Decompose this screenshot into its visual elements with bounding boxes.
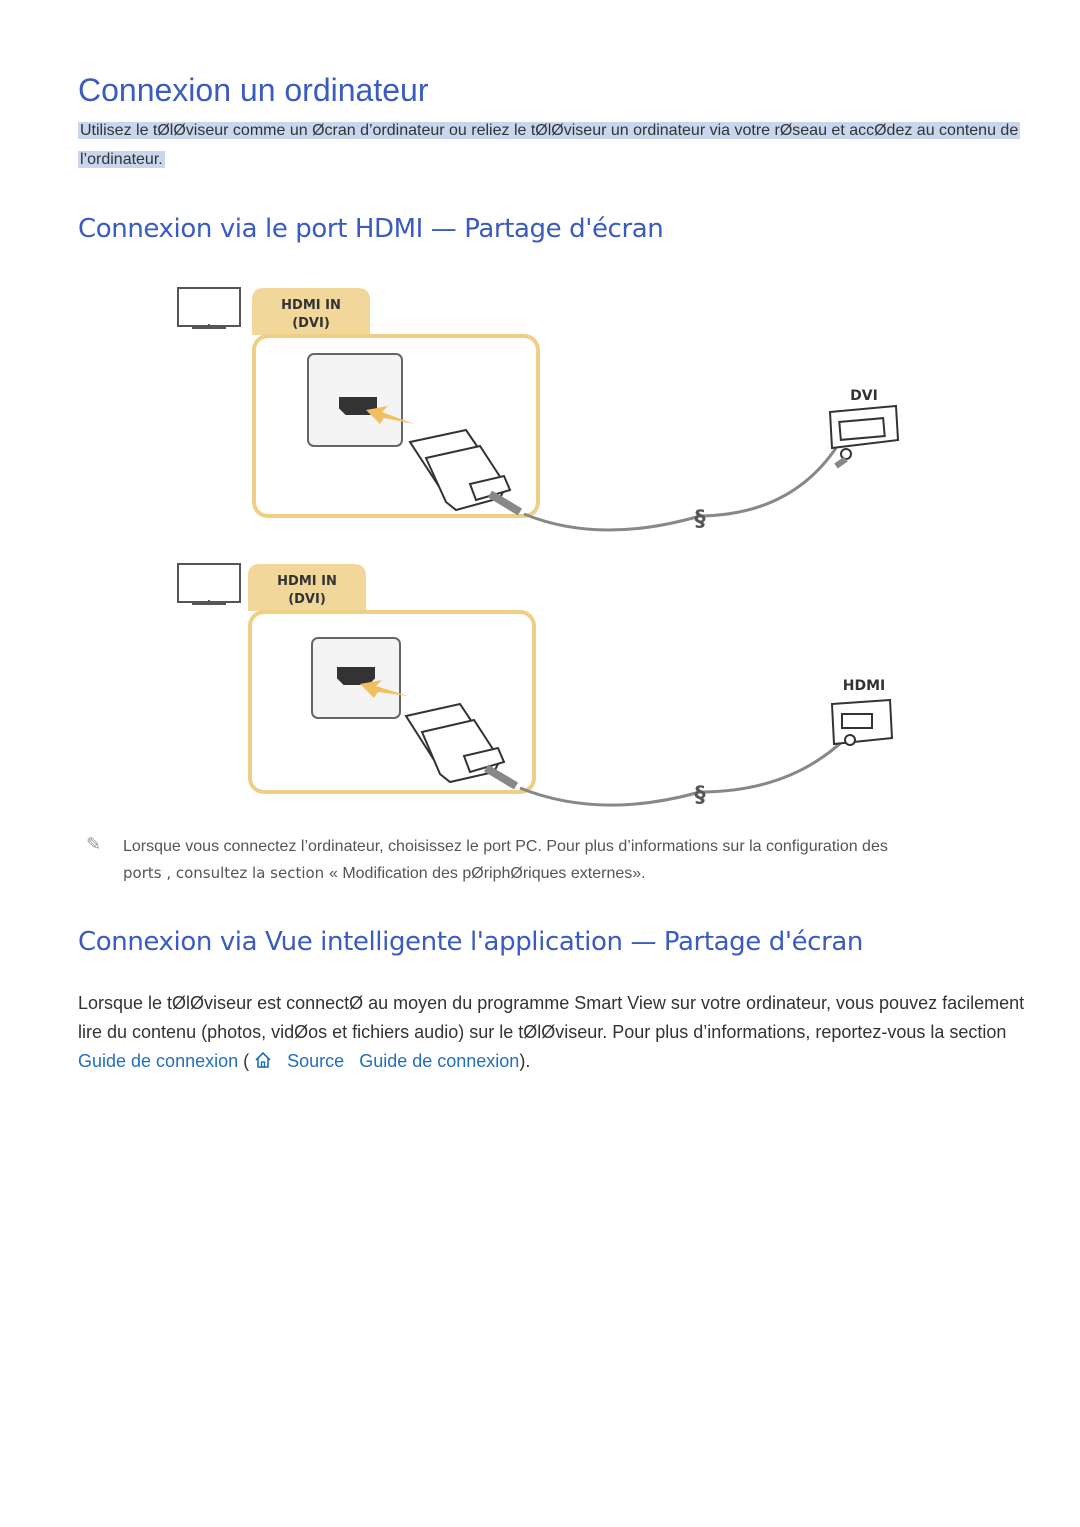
link-source[interactable]: Source: [287, 1051, 345, 1071]
pencil-note-icon: ✎: [86, 834, 102, 854]
cable-break-icon: §: [695, 783, 706, 808]
dvi-connector-icon: [828, 404, 900, 469]
tv-icon: [177, 287, 241, 329]
intro-highlight: Utilisez le tØlØviseur comme un Øcran d’…: [78, 122, 1021, 168]
section-smartview-title: Connexion via Vue intelligente l'applica…: [78, 927, 863, 957]
tv-icon: [177, 563, 241, 605]
note-line2b: « Modification des pØriphØriques externe…: [328, 865, 646, 882]
link-guide-connexion[interactable]: Guide de connexion: [78, 1051, 239, 1071]
section-hdmi-title: Connexion via le port HDMI — Partage d'é…: [78, 214, 664, 244]
cable-line: [519, 786, 701, 807]
paren-open: (: [238, 1051, 250, 1071]
link-guide-connexion-2[interactable]: Guide de connexion: [359, 1051, 520, 1071]
cable-line: [699, 736, 848, 794]
paren-close: ).: [519, 1051, 531, 1071]
diagram-hdmi-hdmi: HDMI IN (DVI) § HDMI: [177, 563, 894, 808]
hdmi-plug-icon: [408, 428, 523, 516]
cable-line: [523, 512, 701, 532]
port-tab: [252, 288, 370, 335]
hdmi-socket-icon: [311, 637, 401, 719]
cable-break-icon: §: [695, 507, 706, 532]
insert-arrow-icon: [366, 406, 414, 424]
smartview-paragraph: Lorsque le tØlØviseur est connectØ au mo…: [78, 989, 1038, 1076]
hdmi-socket-icon: [307, 353, 403, 447]
hdmi-plug-icon: [404, 702, 519, 790]
pc-port-label: HDMI: [843, 678, 885, 694]
note-line1: Lorsque vous connectez l’ordinateur, cho…: [123, 838, 888, 855]
intro-paragraph: Utilisez le tØlØviseur comme un Øcran d’…: [78, 116, 1038, 174]
diagram-hdmi-dvi: HDMI IN (DVI) § DVI: [177, 287, 900, 532]
page-title: Connexion un ordinateur: [78, 72, 429, 108]
cable-line: [699, 447, 838, 518]
note-line2a: ports , consultez la section: [123, 864, 329, 882]
note-text: Lorsque vous connectez l’ordinateur, cho…: [123, 834, 1023, 887]
insert-arrow-icon: [360, 680, 408, 698]
port-label-line1: HDMI IN: [281, 298, 341, 313]
port-label-line2: (DVI): [292, 316, 330, 331]
hdmi-connector-icon: [830, 698, 894, 746]
pc-port-label: DVI: [850, 388, 878, 404]
home-icon: [255, 1051, 271, 1068]
port-tab: [248, 564, 366, 611]
paragraph-text: Lorsque le tØlØviseur est connectØ au mo…: [78, 993, 1025, 1042]
port-label-line2: (DVI): [288, 592, 326, 607]
port-label-line1: HDMI IN: [277, 574, 337, 589]
connection-diagram: HDMI IN (DVI) § DVI: [177, 287, 900, 808]
